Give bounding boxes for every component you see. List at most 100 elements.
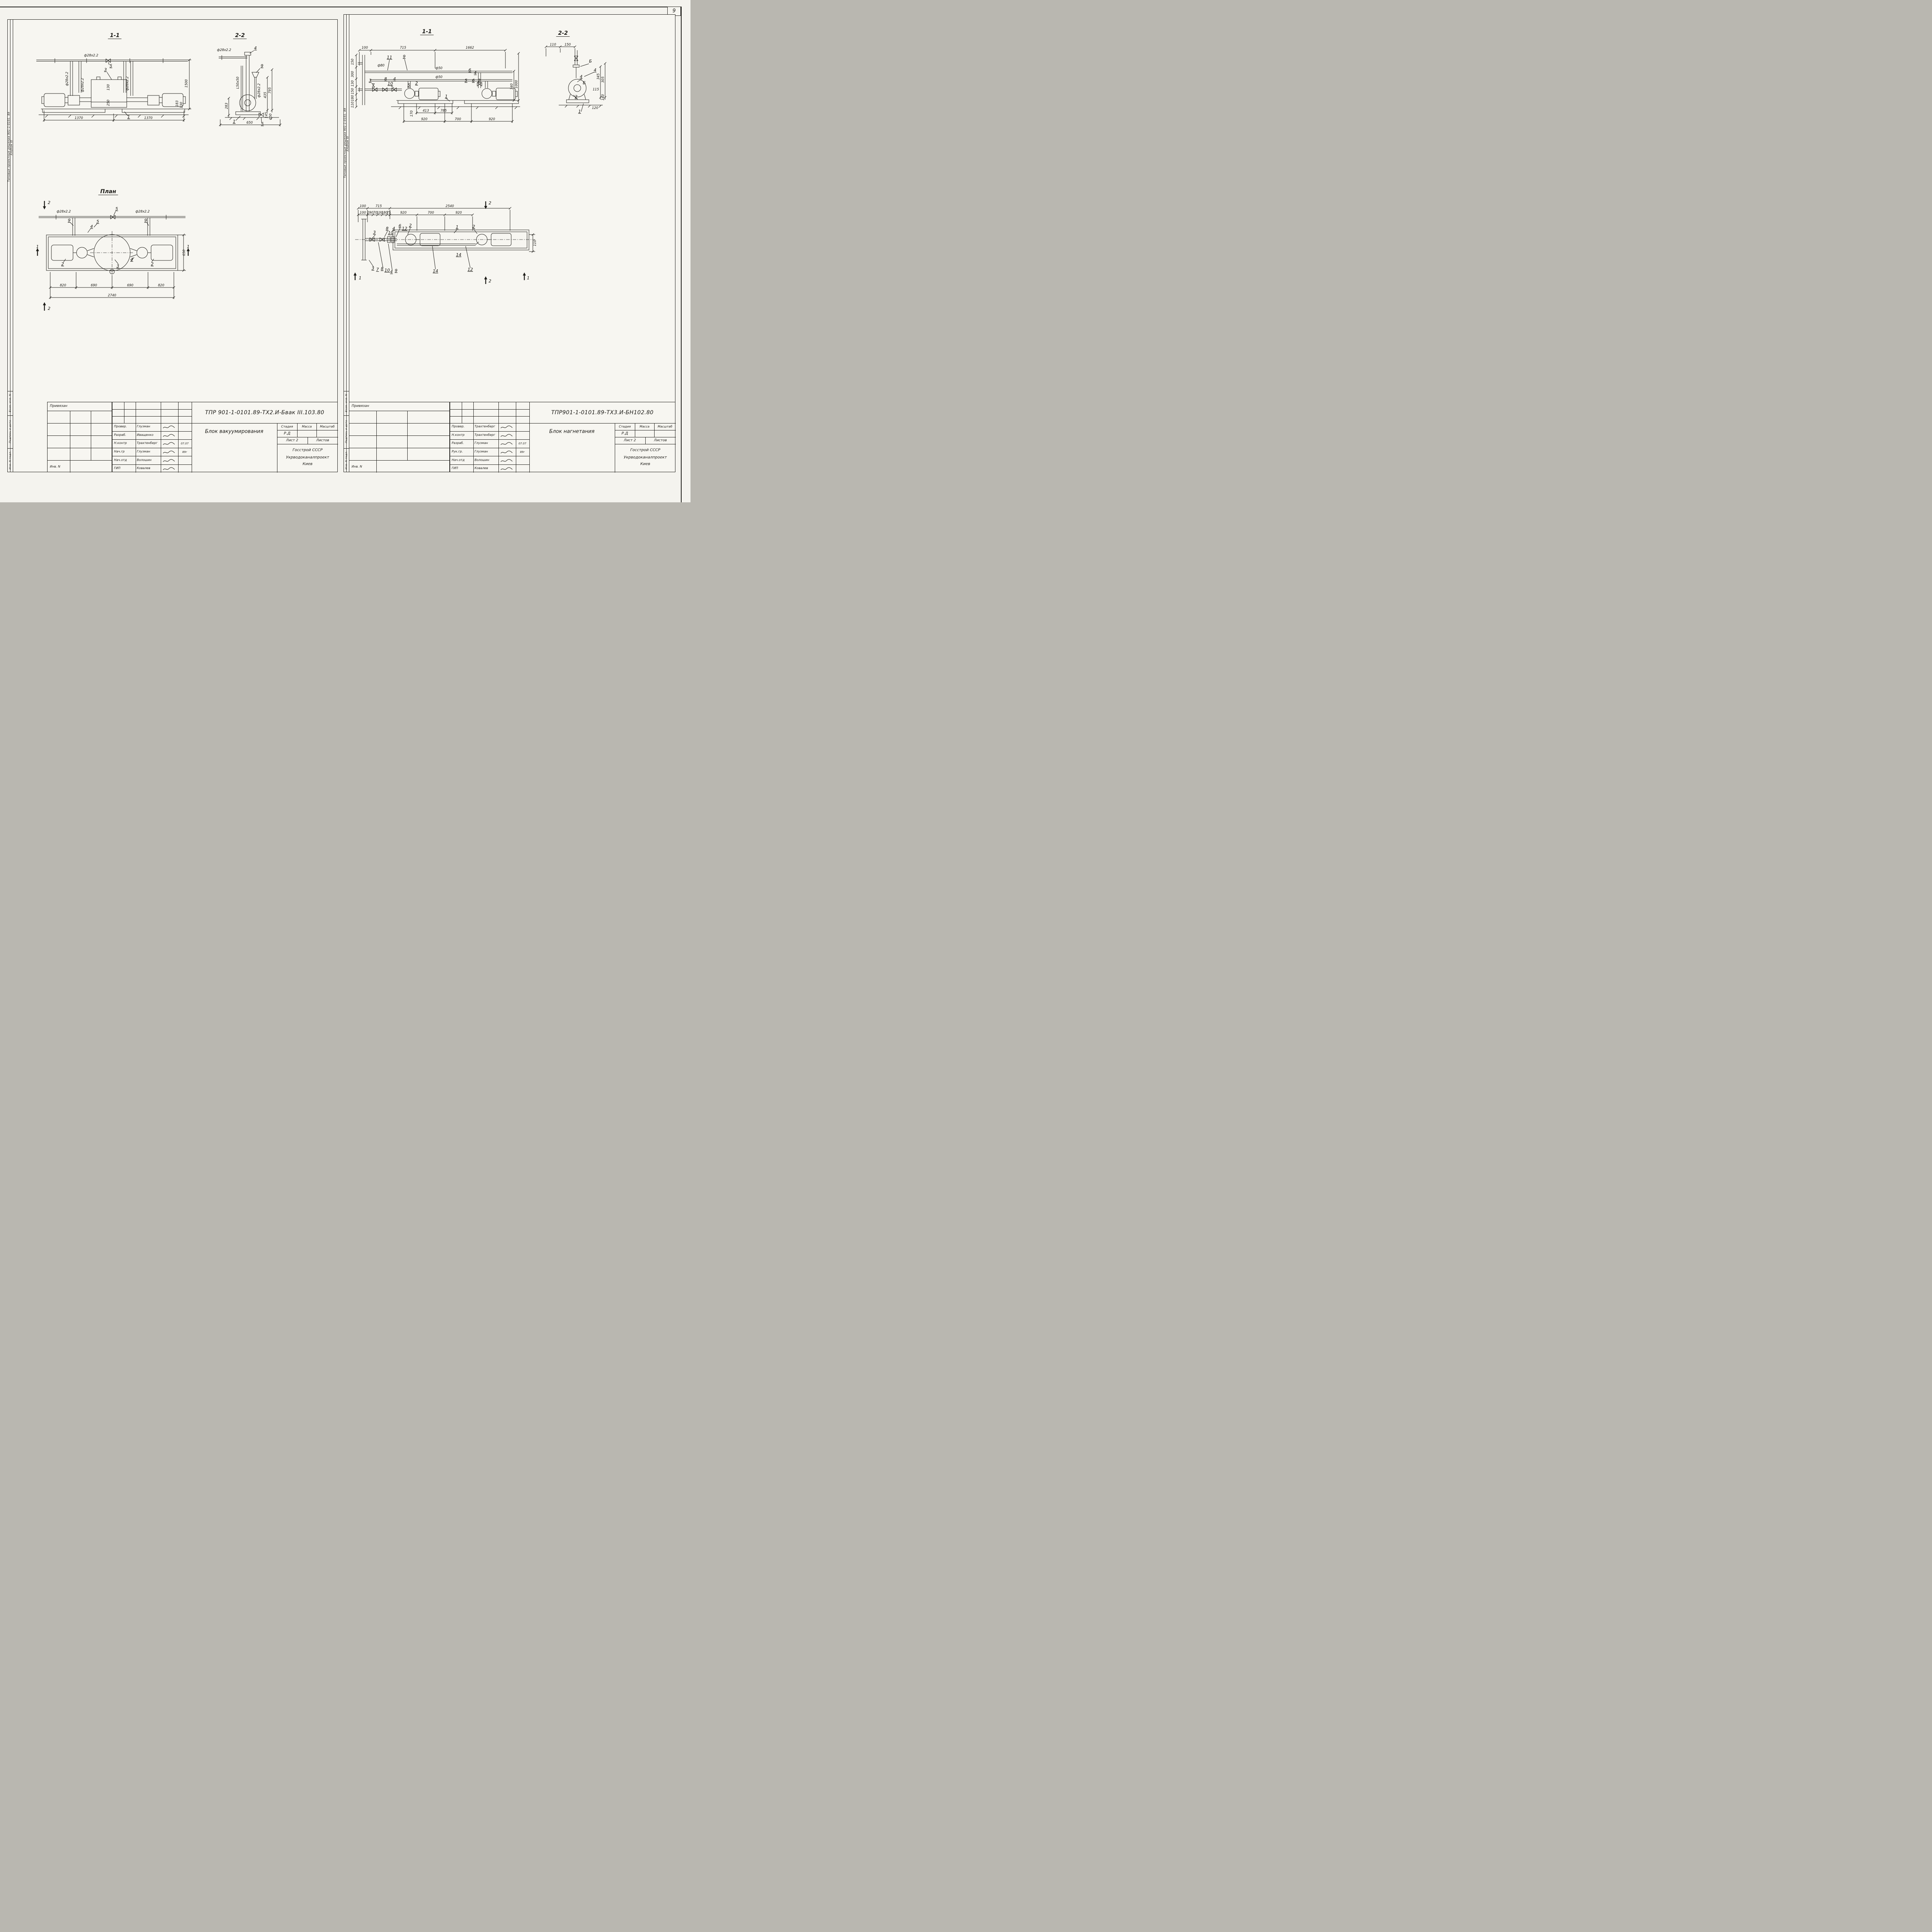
- part-callout: 4: [474, 70, 477, 75]
- dim-label: 2540: [446, 204, 454, 208]
- part-callout: 2: [415, 81, 418, 86]
- person-name: Глузман: [474, 450, 488, 453]
- dim-label: 130: [180, 102, 184, 108]
- part-callout: 10: [388, 81, 393, 86]
- dim-label: 290: [367, 211, 373, 215]
- dim-label: 2: [48, 200, 51, 205]
- dim-label: Б: [589, 59, 592, 64]
- view-label-section-1-1: 1-1: [108, 32, 122, 39]
- left-stamp-divider: [7, 448, 13, 449]
- signature-scribble: [163, 434, 175, 437]
- view-label-section-1-1: 1-1: [420, 29, 434, 35]
- person-name: Трахтенберг: [137, 441, 158, 445]
- dim-label: 740: [510, 83, 514, 90]
- sheet-left: [7, 19, 338, 472]
- dim-label: 2: [489, 279, 492, 284]
- part-callout: 14: [433, 269, 438, 274]
- dim-label: 305: [601, 77, 605, 83]
- role-label: Нач.гр: [114, 450, 125, 453]
- dim-label: 180: [381, 211, 388, 215]
- stage-label: Стадия: [619, 425, 631, 429]
- drawing-title: Блок вакуумирования: [205, 429, 264, 435]
- part-callout: 8: [386, 226, 389, 231]
- dim-label: ф28х2.2: [65, 72, 69, 86]
- dim-label: 145: [265, 112, 269, 118]
- person-name: Волошин: [137, 458, 152, 462]
- part-callout: 5: [408, 83, 410, 88]
- signature-date: 07.07: [518, 442, 527, 445]
- inventory-label: Инв. N: [352, 465, 362, 468]
- right-stamp-divider: [344, 448, 349, 449]
- part-callout: 3: [373, 230, 376, 235]
- binding-block-left: Привязан Инв. N: [47, 402, 112, 473]
- dim-label: 700: [455, 117, 461, 121]
- part-callout: 11: [387, 55, 392, 60]
- part-callout: 4: [393, 226, 395, 231]
- dim-label: ф50: [435, 66, 442, 70]
- dim-label: ф50: [435, 75, 442, 79]
- role-label: ГИП: [114, 466, 121, 470]
- signature-scribble: [163, 459, 175, 462]
- view-label-section-2-2: 2-2: [556, 30, 570, 37]
- dim-label: ф28х2.2: [257, 83, 261, 98]
- dim-label: 250: [107, 100, 111, 106]
- part-callout: 8: [384, 77, 387, 82]
- part-callout: 5: [97, 219, 99, 224]
- signature-date: 07.07: [180, 442, 189, 445]
- part-callout: 14: [456, 252, 461, 257]
- part-callout: 3: [369, 78, 372, 83]
- org-name-1: Госстрой СССР: [630, 448, 660, 452]
- part-callout: 7: [376, 267, 379, 272]
- dim-label: 150: [351, 88, 355, 94]
- signature-date: 89г: [182, 451, 187, 454]
- scanned-drawing-page: 9 Типовые проектные решения 901-1-0101. …: [0, 0, 690, 502]
- part-callout: 1: [578, 109, 581, 114]
- doc-number: ТПР 901-1-0101.89-ТХ2.И-Бвак III.103.80: [205, 410, 325, 416]
- dim-label: 795: [268, 87, 272, 94]
- dim-label: ф28х2.2: [81, 78, 85, 92]
- part-callout: 1: [233, 119, 236, 124]
- part-callout: 10: [384, 268, 390, 273]
- part-callout: 2: [478, 78, 481, 83]
- part-callout: 4: [254, 46, 257, 51]
- left-stamp-divider: [7, 415, 13, 416]
- role-label: Провер.: [114, 425, 127, 428]
- dim-label: 1: [187, 244, 190, 249]
- dim-label: 820: [158, 284, 164, 287]
- org-name-3: Киев: [303, 462, 313, 466]
- dim-label: 785: [440, 109, 447, 113]
- dim-label: 170: [410, 111, 414, 117]
- part-callout: 4: [90, 224, 93, 229]
- part-callout: 10: [388, 230, 393, 235]
- stamp-vzam-inv: Взам. инв. N: [345, 394, 348, 412]
- dim-label: 700: [428, 211, 434, 215]
- part-callout: 4: [390, 269, 393, 274]
- mass-label: Масса: [639, 425, 650, 429]
- album-label-vertical: Альбом III: [346, 136, 349, 151]
- role-label: Нач.отд: [114, 458, 127, 462]
- dim-label: 100: [360, 211, 366, 215]
- dim-label: 300: [351, 71, 355, 77]
- stage-label: Стадия: [281, 425, 293, 429]
- dim-label: ф28х2.2: [136, 210, 150, 214]
- dim-label: 100: [377, 211, 383, 215]
- signature-scribble: [500, 425, 513, 429]
- dim-label: 110: [351, 102, 355, 108]
- dim-label: ф28х2.2: [84, 54, 99, 58]
- stamp-inv-podl: Инв. N подл.: [345, 451, 348, 469]
- part-callout: 2: [61, 262, 64, 267]
- role-label: Н.контр: [114, 441, 127, 445]
- part-callout: 4: [393, 77, 396, 82]
- dim-label: 150: [351, 59, 355, 65]
- view-label-plan: План: [98, 189, 118, 195]
- right-stamp-divider: [344, 415, 349, 416]
- dim-label: 1500: [185, 79, 189, 88]
- signature-scribble: [163, 425, 175, 429]
- dim-label: 130: [351, 80, 355, 87]
- dim-label: 2: [489, 201, 492, 206]
- title-block-left: ТПР 901-1-0101.89-ТХ2.И-Бвак III.103.80 …: [112, 402, 338, 473]
- part-callout: 9: [395, 268, 398, 273]
- dim-label: 110: [533, 240, 537, 246]
